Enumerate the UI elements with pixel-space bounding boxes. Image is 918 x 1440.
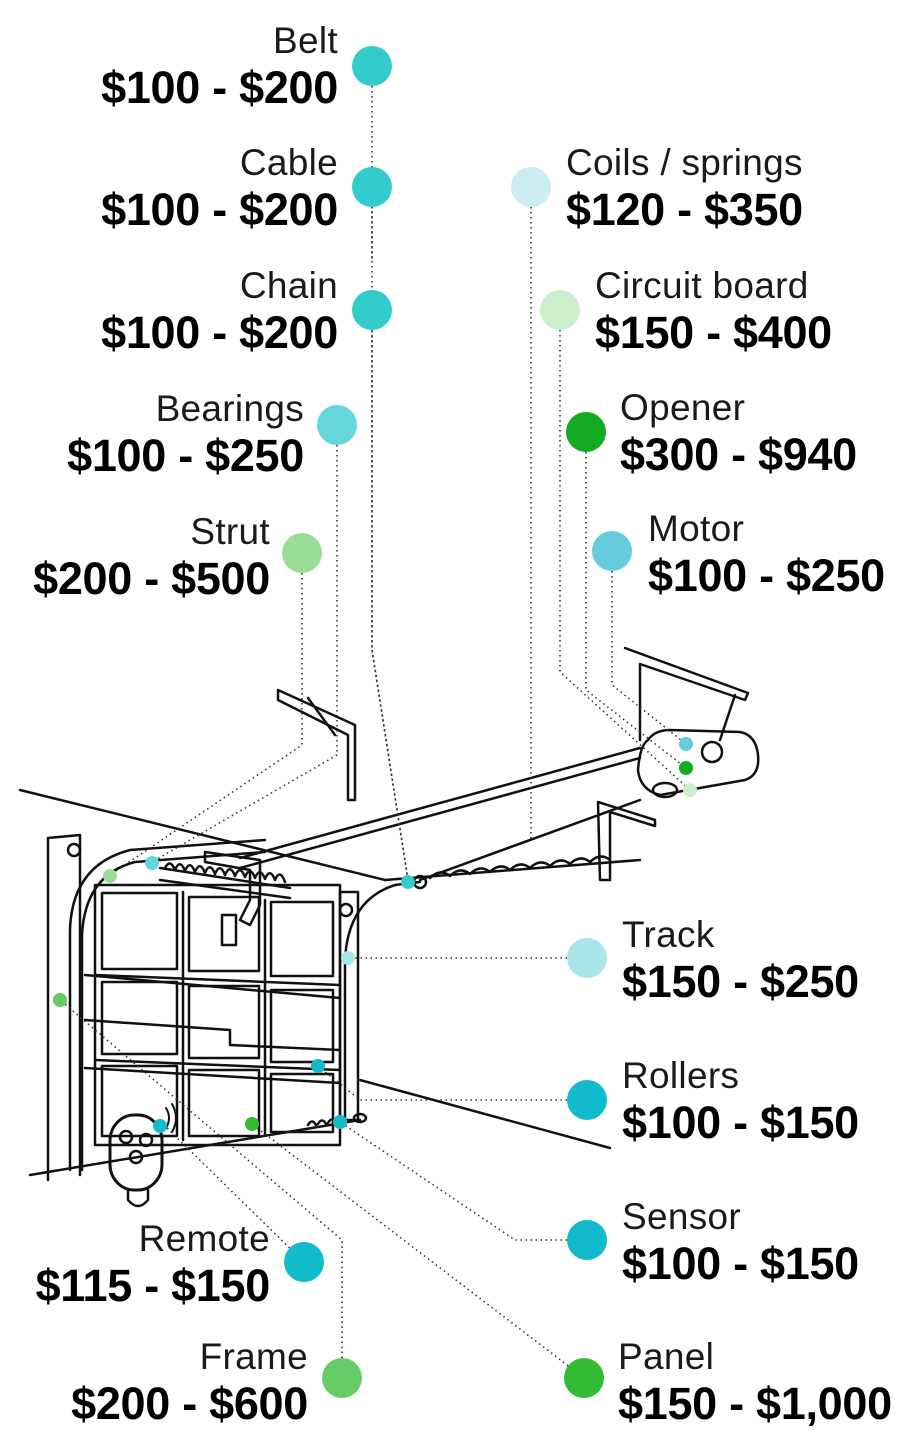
opener-name: Opener [620,387,746,428]
track-target-dot [341,951,355,965]
label-motor: Motor $100 - $250 [648,510,885,598]
rollers-price: $100 - $150 [622,1097,859,1148]
track-name: Track [622,914,715,955]
remote-target-dot [153,1119,167,1133]
label-panel: Panel $150 - $1,000 [618,1338,892,1426]
track-dot [567,938,607,978]
chain-price: $100 - $200 [101,307,338,358]
opener-target-dot [679,761,693,775]
label-belt: Belt $100 - $200 [101,22,338,110]
sensor-leader-line [339,1121,587,1241]
circuit-board-target-dot [683,783,697,797]
motor-dot [592,531,632,571]
frame-price: $200 - $600 [71,1378,308,1429]
rollers-leader-line [317,1065,587,1101]
target-dots [53,737,697,1133]
bearings-leader-line [151,425,338,863]
sensor-dot [567,1220,607,1260]
belt-target-dot [401,875,415,889]
rollers-target-dot [311,1059,325,1073]
coils-price: $120 - $350 [566,184,803,235]
label-remote: Remote $115 - $150 [35,1218,271,1311]
remote-price: $115 - $150 [35,1260,271,1311]
leader-lines [59,66,691,1379]
chain-dot [352,290,392,330]
label-chain: Chain $100 - $200 [101,267,338,355]
panel-name: Panel [618,1336,715,1377]
strut-price: $200 - $500 [33,553,270,604]
rollers-dot [567,1080,607,1120]
coils-dot [511,167,551,207]
label-cable: Cable $100 - $200 [101,144,338,232]
frame-dot [322,1358,362,1398]
remote-name: Remote [138,1218,270,1259]
frame-target-dot [53,993,67,1007]
label-strut: Strut $200 - $500 [33,513,270,601]
track-price: $150 - $250 [622,956,859,1007]
part-dots [282,46,632,1398]
circuit-board-price: $150 - $400 [595,307,832,358]
panel-target-dot [245,1117,259,1131]
belt-name: Belt [273,20,338,61]
circuit-board-leader-line [559,310,691,791]
label-bearings: Bearings $100 - $250 [67,390,304,478]
label-sensor: Sensor $100 - $150 [622,1198,859,1286]
strut-name: Strut [190,511,270,552]
opener-dot [566,412,606,452]
frame-name: Frame [199,1336,308,1377]
label-circuit-board: Circuit board $150 - $400 [595,267,832,355]
belt-dot [352,46,392,86]
circuit-board-name: Circuit board [595,265,809,306]
garage-illustration [18,646,760,1208]
sensor-price: $100 - $150 [622,1238,859,1289]
belt-price: $100 - $200 [101,62,338,113]
strut-target-dot [103,869,117,883]
label-rollers: Rollers $100 - $150 [622,1057,859,1145]
label-coils: Coils / springs $120 - $350 [566,144,803,232]
label-frame: Frame $200 - $600 [71,1338,308,1426]
cable-dot [352,167,392,207]
label-track: Track $150 - $250 [622,916,859,1004]
motor-target-dot [679,737,693,751]
cable-price: $100 - $200 [101,184,338,235]
bearings-target-dot [145,856,159,870]
motor-price: $100 - $250 [648,550,885,601]
sensor-name: Sensor [622,1196,742,1237]
bearings-name: Bearings [155,388,304,429]
motor-name: Motor [648,508,745,549]
bearings-price: $100 - $250 [67,430,304,481]
frame-leader-line [59,999,343,1378]
panel-price: $150 - $1,000 [618,1378,892,1429]
remote-dot [284,1242,324,1282]
sensor-target-dot [333,1115,347,1129]
panel-dot [564,1358,604,1398]
opener-leader-line [585,432,687,769]
chain-name: Chain [239,265,338,306]
strut-dot [282,533,322,573]
chain-leader-line [371,310,409,881]
rollers-name: Rollers [622,1055,740,1096]
cable-name: Cable [239,142,338,183]
coils-name: Coils / springs [566,142,803,183]
bearings-dot [317,405,357,445]
label-opener: Opener $300 - $940 [620,389,857,477]
circuit-board-dot [540,290,580,330]
opener-price: $300 - $940 [620,429,857,480]
